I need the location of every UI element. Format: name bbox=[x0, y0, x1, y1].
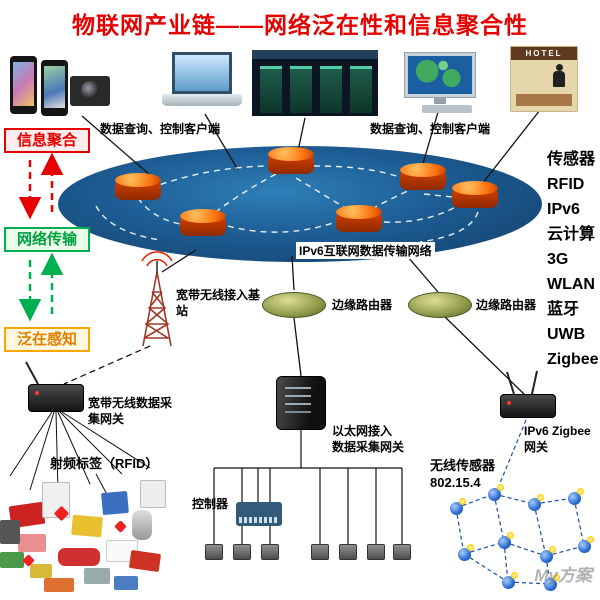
goods-item bbox=[0, 520, 20, 544]
smartphone-icon bbox=[10, 56, 37, 114]
broadband-gateway-label: 宽带无线数据采 集网关 bbox=[88, 396, 173, 426]
person-icon bbox=[553, 64, 565, 87]
cloud-label: IPv6互联网数据传输网络 bbox=[296, 242, 435, 259]
tower-gateway-link bbox=[63, 345, 151, 385]
ethernet-gateway-label: 以太网接入 数据采集网关 bbox=[332, 424, 405, 454]
edge-router-right-label: 边缘路由器 bbox=[476, 298, 537, 312]
tech-item: 传感器 bbox=[547, 151, 596, 168]
keyboard-icon bbox=[422, 105, 472, 113]
sensor-node-icon bbox=[544, 574, 560, 591]
sensor-node-icon bbox=[488, 484, 504, 501]
sensor-node-icon bbox=[502, 572, 518, 589]
goods-item bbox=[0, 552, 24, 568]
goods-item bbox=[101, 490, 129, 516]
reception-counter bbox=[516, 94, 572, 106]
zigbee-gateway-icon bbox=[500, 394, 556, 418]
sensor-node-icon bbox=[458, 544, 474, 561]
gateway-antenna-icon bbox=[25, 361, 538, 395]
sensor-node-icon bbox=[568, 488, 584, 505]
base-station-label: 宽带无线接入基 站 bbox=[176, 288, 261, 318]
hotel-sign: HOTEL bbox=[511, 47, 577, 60]
tech-item: RFID bbox=[547, 176, 585, 193]
end-device-icon bbox=[393, 544, 411, 560]
camera-icon bbox=[70, 76, 110, 106]
end-device-icon bbox=[233, 544, 251, 560]
map-computer-icon bbox=[402, 52, 486, 114]
tech-item: Zigbee bbox=[547, 351, 599, 368]
ethernet-gateway-icon bbox=[276, 376, 326, 430]
tech-item: IPv6 bbox=[547, 201, 580, 218]
core-router-icon bbox=[180, 209, 226, 236]
mobile-devices-image bbox=[8, 46, 113, 122]
end-device-icon bbox=[339, 544, 357, 560]
tech-item: 3G bbox=[547, 251, 569, 268]
core-router-icon bbox=[400, 163, 446, 190]
laptop-keyboard bbox=[162, 94, 242, 106]
goods-pile-image bbox=[0, 464, 168, 598]
tech-item: 蓝牙 bbox=[547, 301, 580, 318]
sensor-node-icon bbox=[450, 498, 466, 515]
world-map-screen bbox=[408, 56, 472, 94]
sensor-node-icon bbox=[578, 536, 594, 553]
end-device-icon bbox=[205, 544, 223, 560]
laptop-icon bbox=[162, 52, 242, 112]
core-router-icon bbox=[115, 173, 161, 200]
monitor-icon bbox=[404, 52, 476, 98]
smartphone-icon bbox=[41, 60, 68, 116]
goods-item bbox=[114, 576, 138, 590]
rfid-tag-icon bbox=[114, 520, 127, 533]
core-router-icon bbox=[336, 205, 382, 232]
broadband-gateway-icon bbox=[28, 384, 84, 412]
goods-item bbox=[18, 534, 46, 552]
client-label-left: 数据查询、控制客户端 bbox=[99, 122, 220, 136]
technology-list: 传感器 RFID IPv6 云计算 3G WLAN 蓝牙 UWB Zigbee bbox=[547, 147, 599, 372]
goods-item bbox=[30, 564, 52, 578]
sensor-node-icon bbox=[540, 546, 556, 563]
goods-item bbox=[84, 568, 110, 584]
radio-waves-icon bbox=[141, 251, 173, 267]
end-device-icon bbox=[261, 544, 279, 560]
tech-item: 云计算 bbox=[547, 226, 596, 243]
core-router-icon bbox=[268, 147, 314, 174]
page-title: 物联网产业链——网络泛在性和信息聚合性 bbox=[72, 12, 528, 38]
client-label-right: 数据查询、控制客户端 bbox=[369, 122, 490, 136]
goods-item bbox=[71, 514, 103, 538]
zigbee-gateway-label: IPv6 Zigbee 网关 bbox=[524, 424, 591, 454]
goods-item bbox=[140, 480, 166, 508]
tech-item: WLAN bbox=[547, 276, 595, 293]
watermark: My方案 bbox=[534, 566, 592, 585]
wireless-sensor-label: 无线传感器 802.15.4 bbox=[430, 458, 496, 490]
end-device-icon bbox=[367, 544, 385, 560]
laptop-screen bbox=[172, 52, 232, 94]
edge-router-left-label: 边缘路由器 bbox=[332, 298, 393, 312]
hotel-reception-image: HOTEL bbox=[510, 46, 578, 112]
sensor-node-icon bbox=[498, 532, 514, 549]
end-device-icon bbox=[311, 544, 329, 560]
stage-ubiquitous-sensing: 泛在感知 bbox=[4, 327, 90, 352]
rfid-tag-label: 射频标签（RFID） bbox=[50, 456, 159, 471]
stage-flow-arrows bbox=[18, 152, 64, 322]
goods-item bbox=[58, 548, 100, 566]
control-room-image bbox=[252, 50, 378, 116]
stage-network-transmission: 网络传输 bbox=[4, 227, 90, 252]
controller-icon bbox=[236, 502, 282, 526]
core-router-icon bbox=[452, 181, 498, 208]
stage-info-aggregation: 信息聚合 bbox=[4, 128, 90, 153]
goods-item bbox=[132, 510, 152, 540]
sensor-node-icon bbox=[528, 494, 544, 511]
goods-item bbox=[128, 550, 162, 572]
controller-label: 控制器 bbox=[192, 497, 229, 511]
device-links bbox=[81, 109, 541, 395]
base-station-icon bbox=[142, 261, 172, 347]
tech-item: UWB bbox=[547, 326, 586, 343]
edge-router-icon bbox=[408, 292, 472, 318]
goods-item bbox=[44, 578, 74, 592]
edge-router-icon bbox=[262, 292, 326, 318]
